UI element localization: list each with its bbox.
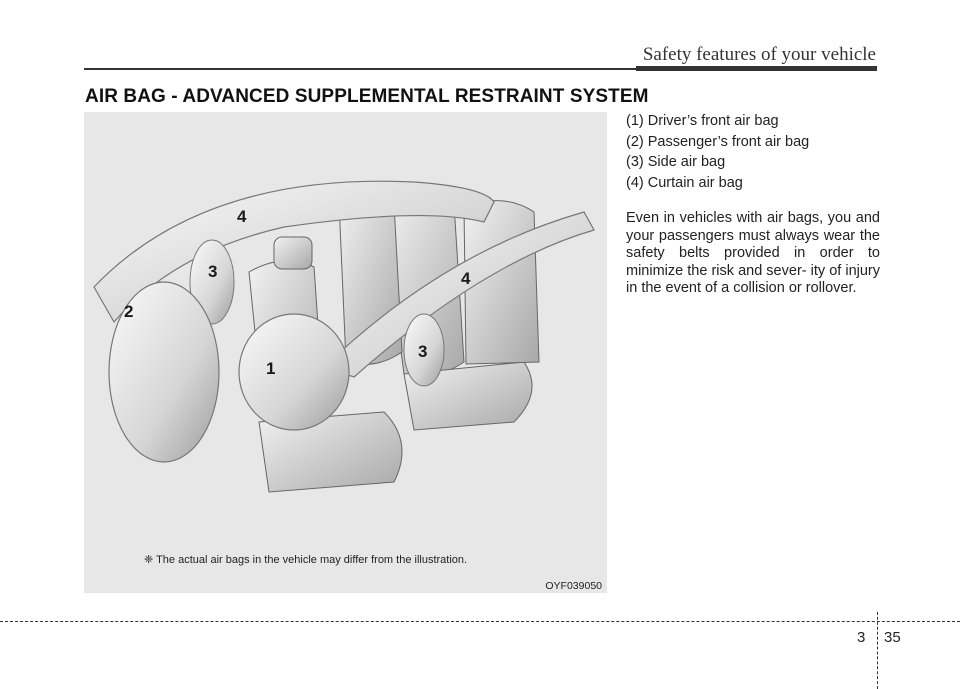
page-number-divider xyxy=(877,612,878,689)
airbag-illustration: 4 3 2 1 4 3 ❈ The actual air bags in the… xyxy=(84,112,607,593)
callout-4-rear: 4 xyxy=(461,269,471,288)
callout-3-front: 3 xyxy=(208,262,218,281)
page-number: 35 xyxy=(884,629,901,646)
chapter-number: 3 xyxy=(857,629,866,646)
figure-code: OYF039050 xyxy=(545,580,602,592)
callout-4-front: 4 xyxy=(237,207,247,226)
airbag-legend: (1) Driver’s front air bag (2) Passenger… xyxy=(626,111,809,193)
figure-note: ❈ The actual air bags in the vehicle may… xyxy=(144,554,468,566)
callout-1: 1 xyxy=(266,359,276,378)
legend-item: (1) Driver’s front air bag xyxy=(626,113,779,129)
airbag-illustration-drawing xyxy=(93,180,595,493)
header-title: Safety features of your vehicle xyxy=(642,44,876,65)
header-rule xyxy=(84,68,877,70)
header-rule-accent xyxy=(636,66,877,71)
legend-item: (2) Passenger’s front air bag xyxy=(626,133,810,150)
callout-3-rear: 3 xyxy=(418,342,428,361)
section-title: AIR BAG - ADVANCED SUPPLEMENTAL RESTRAIN… xyxy=(85,86,649,107)
legend-item: (3) Side air bag xyxy=(626,154,726,170)
legend-item: (4) Curtain air bag xyxy=(626,174,743,191)
footer-rule xyxy=(0,621,960,622)
body-paragraph: Even in vehicles with air bags, you and … xyxy=(626,210,880,296)
callout-2: 2 xyxy=(124,302,134,321)
